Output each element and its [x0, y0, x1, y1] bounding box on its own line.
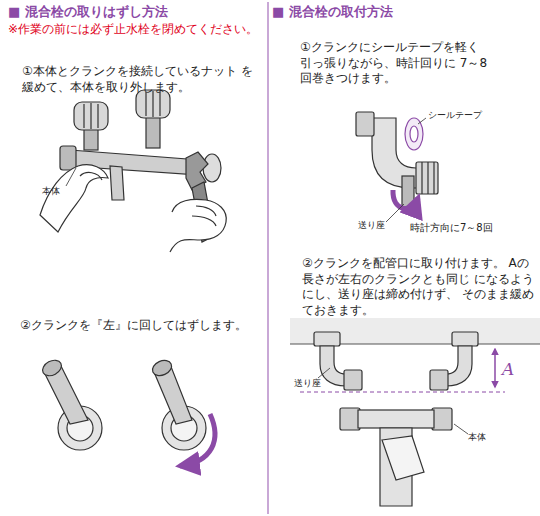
leader-line	[386, 204, 404, 222]
section-heading: ■ 混合栓の取付方法	[272, 4, 522, 21]
wall-installation	[290, 318, 540, 506]
divider	[267, 2, 269, 514]
step-text: ①クランクにシールテープを軽く 引っ張りながら、時計回りに 7～8回巻きつけます…	[300, 40, 494, 87]
leader-line	[66, 168, 76, 186]
step-text: ②クランクを『左』に回してはずします。	[20, 318, 264, 334]
warning-note: ※作業の前には必ず止水栓を閉めてください。	[8, 22, 264, 38]
part-label: 本体	[468, 432, 508, 444]
part-label: 送り座	[358, 220, 398, 232]
step-text: ②クランクを配管口に取り付けます。 Aの長さが左右のクランクとも同じ になるよう…	[302, 256, 534, 318]
step-text: ①本体とクランクを接続しているナット を緩めて、本体を取り外します。	[22, 64, 254, 95]
crank-removal	[40, 357, 206, 450]
dimension-label: A	[502, 358, 522, 380]
leader-line	[454, 424, 468, 434]
leader-line	[418, 118, 426, 124]
rotation-arrow	[393, 190, 418, 208]
part-label: シールテープ	[428, 110, 498, 122]
crank-tape	[356, 112, 438, 208]
section-heading: ■ 混合栓の取りはずし方法	[8, 4, 258, 21]
part-label: 送り座	[294, 378, 334, 390]
leader-line	[318, 368, 330, 378]
faucet-removal	[40, 90, 226, 252]
rotation-note: 時計方向に7～8回	[410, 221, 520, 234]
rotation-arrow	[180, 414, 215, 466]
part-label: 本体	[42, 186, 82, 198]
